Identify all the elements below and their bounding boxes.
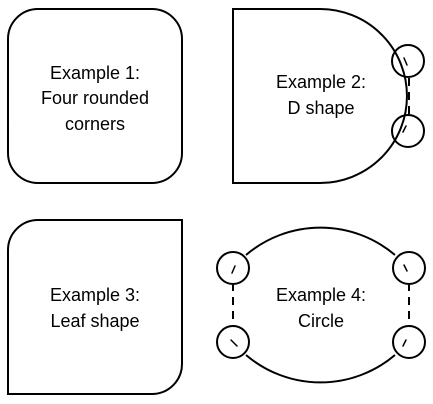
example-4-circle-bottom-arc <box>245 354 396 384</box>
example-4-title: Example 4: <box>276 285 366 305</box>
example-3-leaf-shape <box>7 219 183 395</box>
example-1-rounded-rectangle <box>7 8 183 184</box>
example-1-subtitle-line-2: corners <box>65 114 125 134</box>
example-2-corner-circle-bottom <box>391 114 425 148</box>
example-2-subtitle: D shape <box>287 98 354 118</box>
example-4-circle-top-arc <box>245 226 396 256</box>
example-2-group: Example 2: D shape <box>232 8 425 184</box>
example-3-group: Example 3: Leaf shape <box>7 219 183 395</box>
example-1-group: Example 1: Four rounded corners <box>7 8 183 184</box>
example-4-corner-circle-bottom-right <box>392 325 426 359</box>
example-4-subtitle: Circle <box>298 311 344 331</box>
example-1-title: Example 1: <box>50 63 140 83</box>
example-4-corner-circle-bottom-left <box>216 325 250 359</box>
example-4-corner-tick-bottom-left <box>230 339 238 347</box>
example-3-title: Example 3: <box>50 285 140 305</box>
example-4-corner-tick-top-left <box>231 265 236 274</box>
example-2-d-shape <box>232 8 408 184</box>
example-2-corner-tick-bottom <box>402 125 407 133</box>
example-2-title: Example 2: <box>276 72 366 92</box>
example-2-corner-circle-top <box>391 44 425 78</box>
example-4-corner-circle-top-left <box>216 251 250 285</box>
example-3-subtitle: Leaf shape <box>50 311 139 331</box>
example-1-subtitle-line-1: Four rounded <box>41 88 149 108</box>
example-2-corner-tick-top <box>403 57 408 66</box>
example-4-corner-tick-top-right <box>403 264 408 272</box>
example-4-corner-circle-top-right <box>392 251 426 285</box>
example-4-corner-tick-bottom-right <box>402 339 407 347</box>
example-4-group: Example 4: Circle <box>216 226 426 384</box>
